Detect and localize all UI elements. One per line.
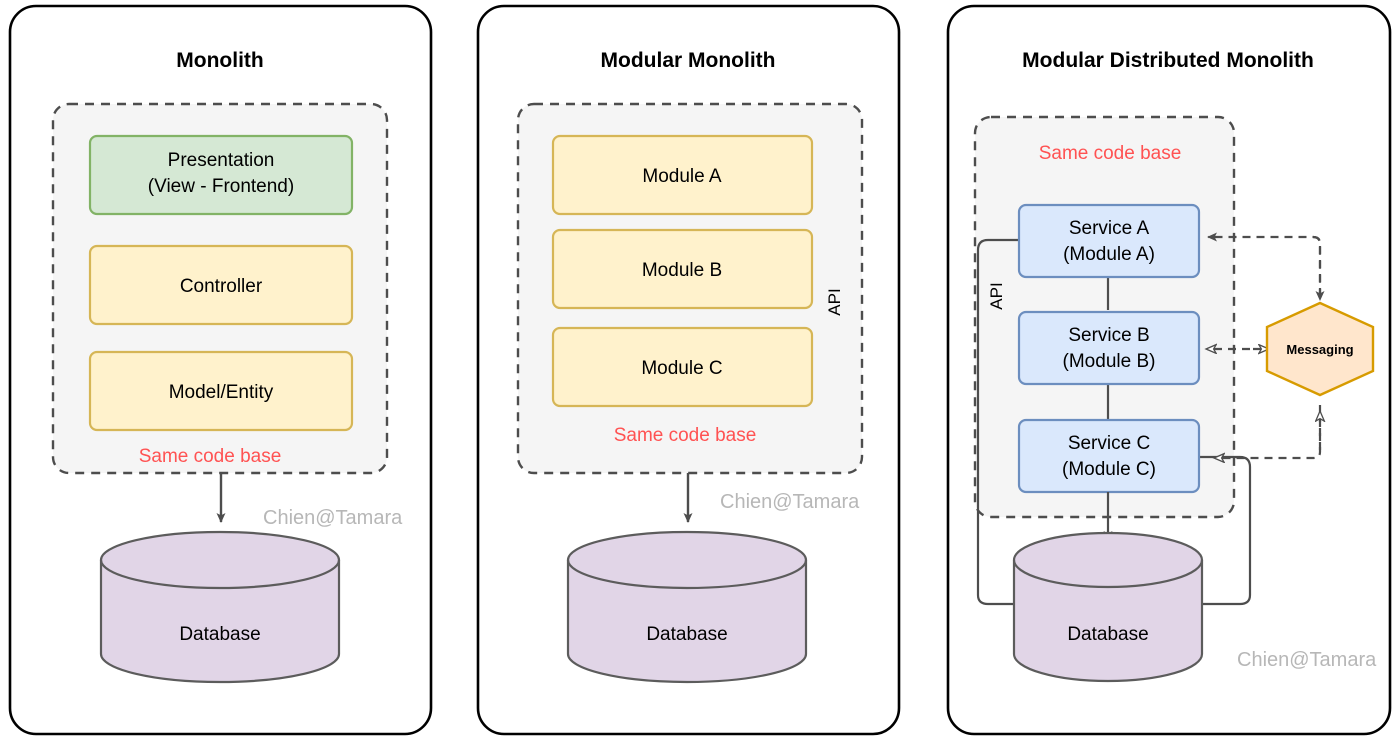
box-module-c-shape [551, 326, 814, 408]
database-mdm-label: Database [1067, 624, 1148, 645]
box-module-b-label: Module B [642, 260, 722, 281]
box-service-a-shape [1017, 203, 1201, 279]
database-modular-monolith-body [566, 530, 808, 684]
box-service-b[interactable]: Service B (Module B) [1017, 310, 1201, 386]
box-module-c[interactable]: Module C [551, 326, 814, 408]
panel-modular-monolith: Modular Monolith Module A Module B Modul… [476, 4, 901, 736]
messaging-hexagon-shape [1265, 301, 1375, 397]
box-service-a-label-line2: (Module A) [1063, 244, 1155, 265]
database-modular-monolith-label: Database [646, 624, 727, 645]
box-module-b-shape [551, 228, 814, 310]
panel-title-monolith: Monolith [176, 49, 263, 72]
same-code-base-label-modular-distributed-monolith: Same code base [1039, 143, 1182, 164]
box-module-a[interactable]: Module A [551, 134, 814, 216]
api-label-modular-distributed-monolith: API [987, 282, 1006, 309]
api-label-modular-monolith: API [825, 288, 844, 315]
watermark-monolith: Chien@Tamara [263, 507, 403, 529]
same-code-base-label-modular-monolith: Same code base [614, 425, 757, 446]
messaging-node[interactable]: Messaging [1265, 301, 1375, 397]
same-code-base-label-monolith: Same code base [139, 446, 282, 467]
panel-title-modular-distributed-monolith: Modular Distributed Monolith [1022, 49, 1314, 72]
box-service-c-shape [1017, 418, 1201, 494]
box-service-c[interactable]: Service C (Module C) [1017, 418, 1201, 494]
box-service-b-label-line1: Service B [1068, 325, 1149, 346]
box-service-a[interactable]: Service A (Module A) [1017, 203, 1201, 279]
database-modular-monolith[interactable]: Database [566, 530, 808, 684]
box-service-a-label-line1: Service A [1069, 218, 1150, 239]
box-model-entity[interactable]: Model/Entity [88, 350, 354, 432]
connector-messaging-to-service-c [1215, 405, 1322, 458]
database-modular-monolith-top-ellipse [566, 559, 808, 590]
database-mdm-top-ellipse [1012, 559, 1204, 589]
box-service-b-label-line2: (Module B) [1063, 351, 1156, 372]
watermark-modular-monolith: Chien@Tamara [720, 491, 860, 513]
connector-api-left-to-database [976, 238, 1039, 609]
database-modular-distributed-monolith[interactable]: Database [1012, 531, 1204, 683]
box-module-b[interactable]: Module B [551, 228, 814, 310]
panel-modular-distributed-monolith: Modular Distributed Monolith Same code b… [946, 4, 1392, 736]
box-service-c-label-line1: Service C [1068, 433, 1150, 454]
watermark-modular-distributed-monolith: Chien@Tamara [1237, 649, 1377, 671]
box-presentation-shape [88, 134, 354, 216]
messaging-label: Messaging [1286, 342, 1353, 357]
box-controller[interactable]: Controller [88, 244, 354, 326]
box-presentation[interactable]: Presentation (View - Frontend) [88, 134, 354, 216]
box-model-entity-shape [88, 350, 354, 432]
panel-title-modular-monolith: Modular Monolith [601, 49, 776, 72]
box-presentation-label-line1: Presentation [168, 150, 275, 171]
box-service-b-shape [1017, 310, 1201, 386]
connector-route-down-to-messaging-top [1312, 235, 1325, 301]
box-service-c-label-line2: (Module C) [1062, 459, 1156, 480]
database-monolith-body [99, 530, 341, 684]
box-presentation-label-line2: (View - Frontend) [148, 176, 294, 197]
box-module-a-shape [551, 134, 814, 216]
panel-monolith: Monolith Presentation (View - Frontend) … [8, 4, 433, 736]
box-controller-shape [88, 244, 354, 326]
database-monolith-top-ellipse [99, 559, 341, 590]
database-monolith[interactable]: Database [99, 530, 341, 684]
database-mdm-body [1012, 531, 1204, 683]
box-controller-label: Controller [180, 276, 263, 297]
database-monolith-label: Database [179, 624, 260, 645]
box-module-a-label: Module A [642, 166, 722, 187]
box-model-entity-label: Model/Entity [169, 382, 274, 403]
box-module-c-label: Module C [641, 358, 722, 379]
